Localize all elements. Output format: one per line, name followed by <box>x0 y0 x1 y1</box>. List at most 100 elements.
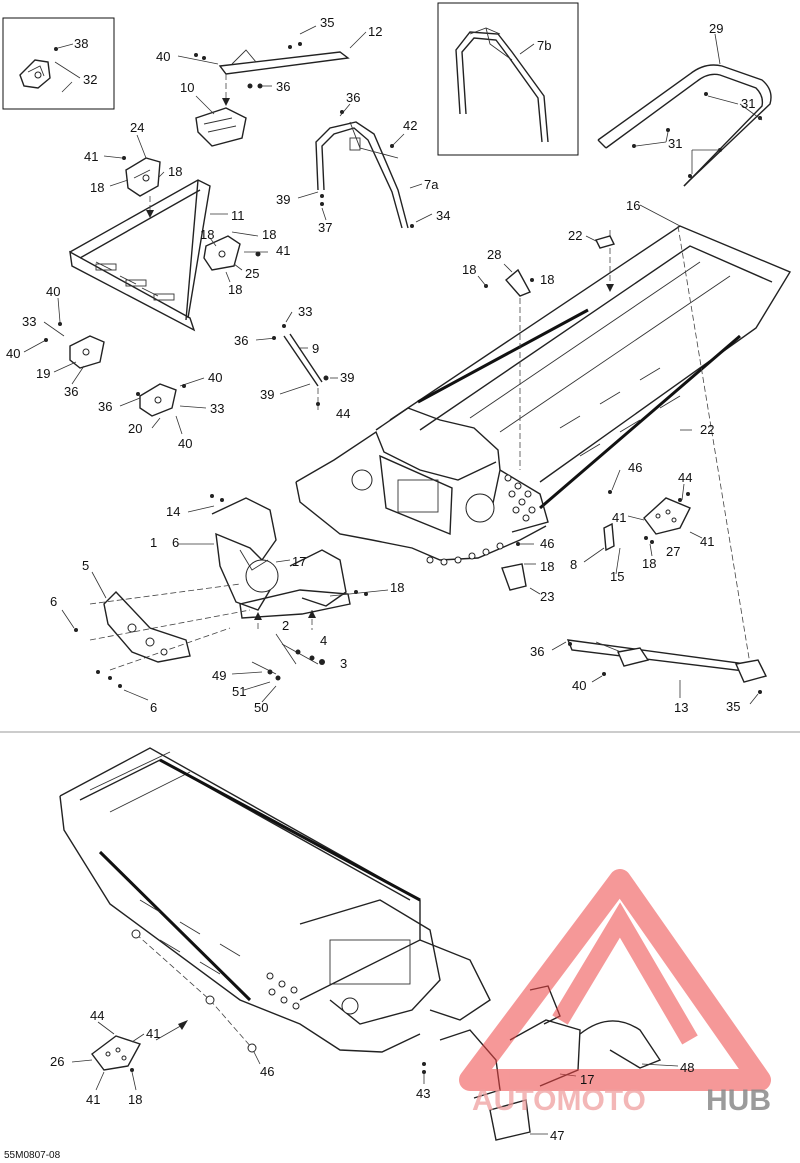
callout-47: 47 <box>550 1128 564 1143</box>
callout-27: 27 <box>666 544 680 559</box>
part-9-strut <box>255 311 338 410</box>
part-10-mount <box>195 95 247 147</box>
callout-12: 12 <box>368 24 382 39</box>
callout-35: 35 <box>726 699 740 714</box>
callout-18: 18 <box>90 180 104 195</box>
callout-46: 46 <box>628 460 642 475</box>
part-13-crossbar <box>551 639 768 705</box>
callout-19: 19 <box>36 366 50 381</box>
callout-40: 40 <box>6 346 20 361</box>
callout-40: 40 <box>208 370 222 385</box>
callout-39: 39 <box>276 192 290 207</box>
callout-18: 18 <box>642 556 656 571</box>
callout-41: 41 <box>84 149 98 164</box>
callout-43: 43 <box>416 1086 430 1101</box>
callout-24: 24 <box>130 120 144 135</box>
callout-6: 6 <box>172 535 179 550</box>
part-8-15-23 <box>501 522 621 595</box>
callout-5: 5 <box>82 558 89 573</box>
callout-50: 50 <box>254 700 268 715</box>
part-5-side-plate <box>61 571 191 701</box>
callout-23: 23 <box>540 589 554 604</box>
callout-18: 18 <box>262 227 276 242</box>
callout-41: 41 <box>86 1092 100 1107</box>
callout-16: 16 <box>626 198 640 213</box>
part-24-bracket <box>103 134 165 218</box>
part-20-bracket <box>119 377 207 435</box>
callout-18: 18 <box>390 580 404 595</box>
inset-box-hardware <box>2 17 115 110</box>
part-19-bracket <box>23 297 105 385</box>
callout-36: 36 <box>64 384 78 399</box>
callout-4: 4 <box>320 633 327 648</box>
watermark-logo <box>459 869 771 1091</box>
main-frame-upper <box>295 204 792 665</box>
callout-6: 6 <box>150 700 157 715</box>
callout-10: 10 <box>180 80 194 95</box>
callout-39: 39 <box>340 370 354 385</box>
callout-40: 40 <box>46 284 60 299</box>
callout-17: 17 <box>292 554 306 569</box>
callout-36: 36 <box>346 90 360 105</box>
part-7b-handle <box>455 27 549 143</box>
callout-18: 18 <box>228 282 242 297</box>
callout-44: 44 <box>90 1008 104 1023</box>
drawing-code: 55M0807-08 <box>4 1150 61 1161</box>
callout-22: 22 <box>568 228 582 243</box>
callout-36: 36 <box>530 644 544 659</box>
callout-2: 2 <box>282 618 289 633</box>
callout-18: 18 <box>200 227 214 242</box>
callout-18: 18 <box>168 164 182 179</box>
main-frame-lower <box>59 747 491 1065</box>
part-27-footrest <box>627 483 703 557</box>
watermark-text-secondary: HUB <box>706 1084 771 1117</box>
inset-box-7b <box>437 2 579 156</box>
part-1-front-module <box>89 494 389 671</box>
callout-41: 41 <box>612 510 626 525</box>
callout-41: 41 <box>146 1026 160 1041</box>
callout-18: 18 <box>540 272 554 287</box>
callout-labels: 38 32 35 12 40 10 36 7b 29 31 31 24 41 1… <box>6 15 755 1143</box>
callout-25: 25 <box>245 266 259 281</box>
callout-44: 44 <box>336 406 350 421</box>
callout-28: 28 <box>487 247 501 262</box>
callout-33: 33 <box>298 304 312 319</box>
callout-26: 26 <box>50 1054 64 1069</box>
callout-3: 3 <box>340 656 347 671</box>
callout-37: 37 <box>318 220 332 235</box>
callout-17: 17 <box>580 1072 594 1087</box>
callout-29: 29 <box>709 21 723 36</box>
lower-frame-perforations <box>266 972 359 1015</box>
callout-6: 6 <box>50 594 57 609</box>
callout-49: 49 <box>212 668 226 683</box>
callout-36: 36 <box>98 399 112 414</box>
watermark-text-primary: AUTOMOTO <box>472 1084 646 1117</box>
callout-31-upper: 31 <box>741 96 755 111</box>
fastener-stack <box>231 633 325 703</box>
callout-18: 18 <box>540 559 554 574</box>
callout-41: 41 <box>276 243 290 258</box>
part-12-crossbar <box>177 25 367 106</box>
callout-18: 18 <box>128 1092 142 1107</box>
callout-41: 41 <box>700 534 714 549</box>
part-28-clip <box>477 263 534 297</box>
part-7a-handle <box>297 103 433 229</box>
callout-36: 36 <box>234 333 248 348</box>
part-29-bumper <box>597 33 772 187</box>
callout-1: 1 <box>150 535 157 550</box>
callout-8: 8 <box>570 557 577 572</box>
callout-48: 48 <box>680 1060 694 1075</box>
part-11-aframe <box>69 179 228 332</box>
callout-20: 20 <box>128 421 142 436</box>
callout-39: 39 <box>260 387 274 402</box>
part-25-bracket <box>203 231 268 283</box>
callout-35: 35 <box>320 15 334 30</box>
callout-7b: 7b <box>537 38 551 53</box>
callout-36: 36 <box>276 79 290 94</box>
frame-perforations <box>426 474 536 566</box>
callout-46: 46 <box>540 536 554 551</box>
callout-44: 44 <box>678 470 692 485</box>
callout-18: 18 <box>462 262 476 277</box>
callout-22: 22 <box>700 422 714 437</box>
